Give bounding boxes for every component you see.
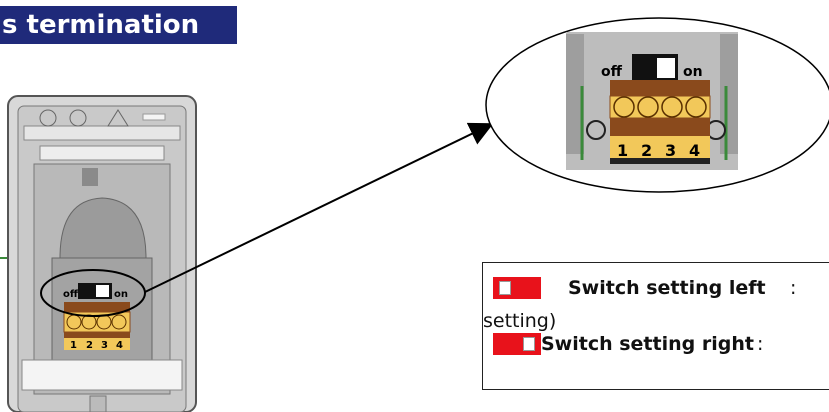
device-terminal-4: 4 bbox=[116, 340, 123, 351]
device-switch-off-label: off bbox=[63, 289, 79, 300]
zoom-switch-off-label: off bbox=[601, 64, 623, 80]
highlight-ellipse bbox=[40, 269, 146, 317]
device-terminal-2: 2 bbox=[86, 340, 93, 351]
zoom-arrow bbox=[144, 122, 494, 293]
zoom-terminal-2: 2 bbox=[641, 141, 652, 160]
zoom-view bbox=[485, 17, 829, 193]
legend-left-label: Switch setting left bbox=[568, 277, 766, 299]
switch-right-icon bbox=[493, 333, 541, 355]
zoom-switch-on-label: on bbox=[683, 64, 703, 80]
legend-box: Switch setting left: setting) Switch set… bbox=[482, 262, 829, 390]
legend-right-suffix: : bbox=[757, 333, 764, 355]
device-dip-switch bbox=[78, 283, 112, 299]
zoom-terminal-3: 3 bbox=[665, 141, 676, 160]
device-housing bbox=[7, 95, 197, 412]
zoom-terminal-4: 4 bbox=[689, 141, 700, 160]
switch-left-icon bbox=[493, 277, 541, 299]
legend-right-label: Switch setting right bbox=[541, 333, 754, 355]
device-terminal-block bbox=[63, 302, 131, 350]
legend-left-suffix: : bbox=[790, 277, 797, 299]
device-terminal-3: 3 bbox=[101, 340, 108, 351]
page-title: s termination bbox=[0, 6, 237, 44]
legend-row-left: Switch setting left: bbox=[493, 277, 829, 307]
legend-continuation: setting) bbox=[483, 310, 557, 332]
device-switch-on-label: on bbox=[114, 289, 128, 300]
zoom-terminal-1: 1 bbox=[617, 141, 628, 160]
device-terminal-1: 1 bbox=[70, 340, 77, 351]
legend-row-right: Switch setting right: bbox=[493, 333, 829, 363]
